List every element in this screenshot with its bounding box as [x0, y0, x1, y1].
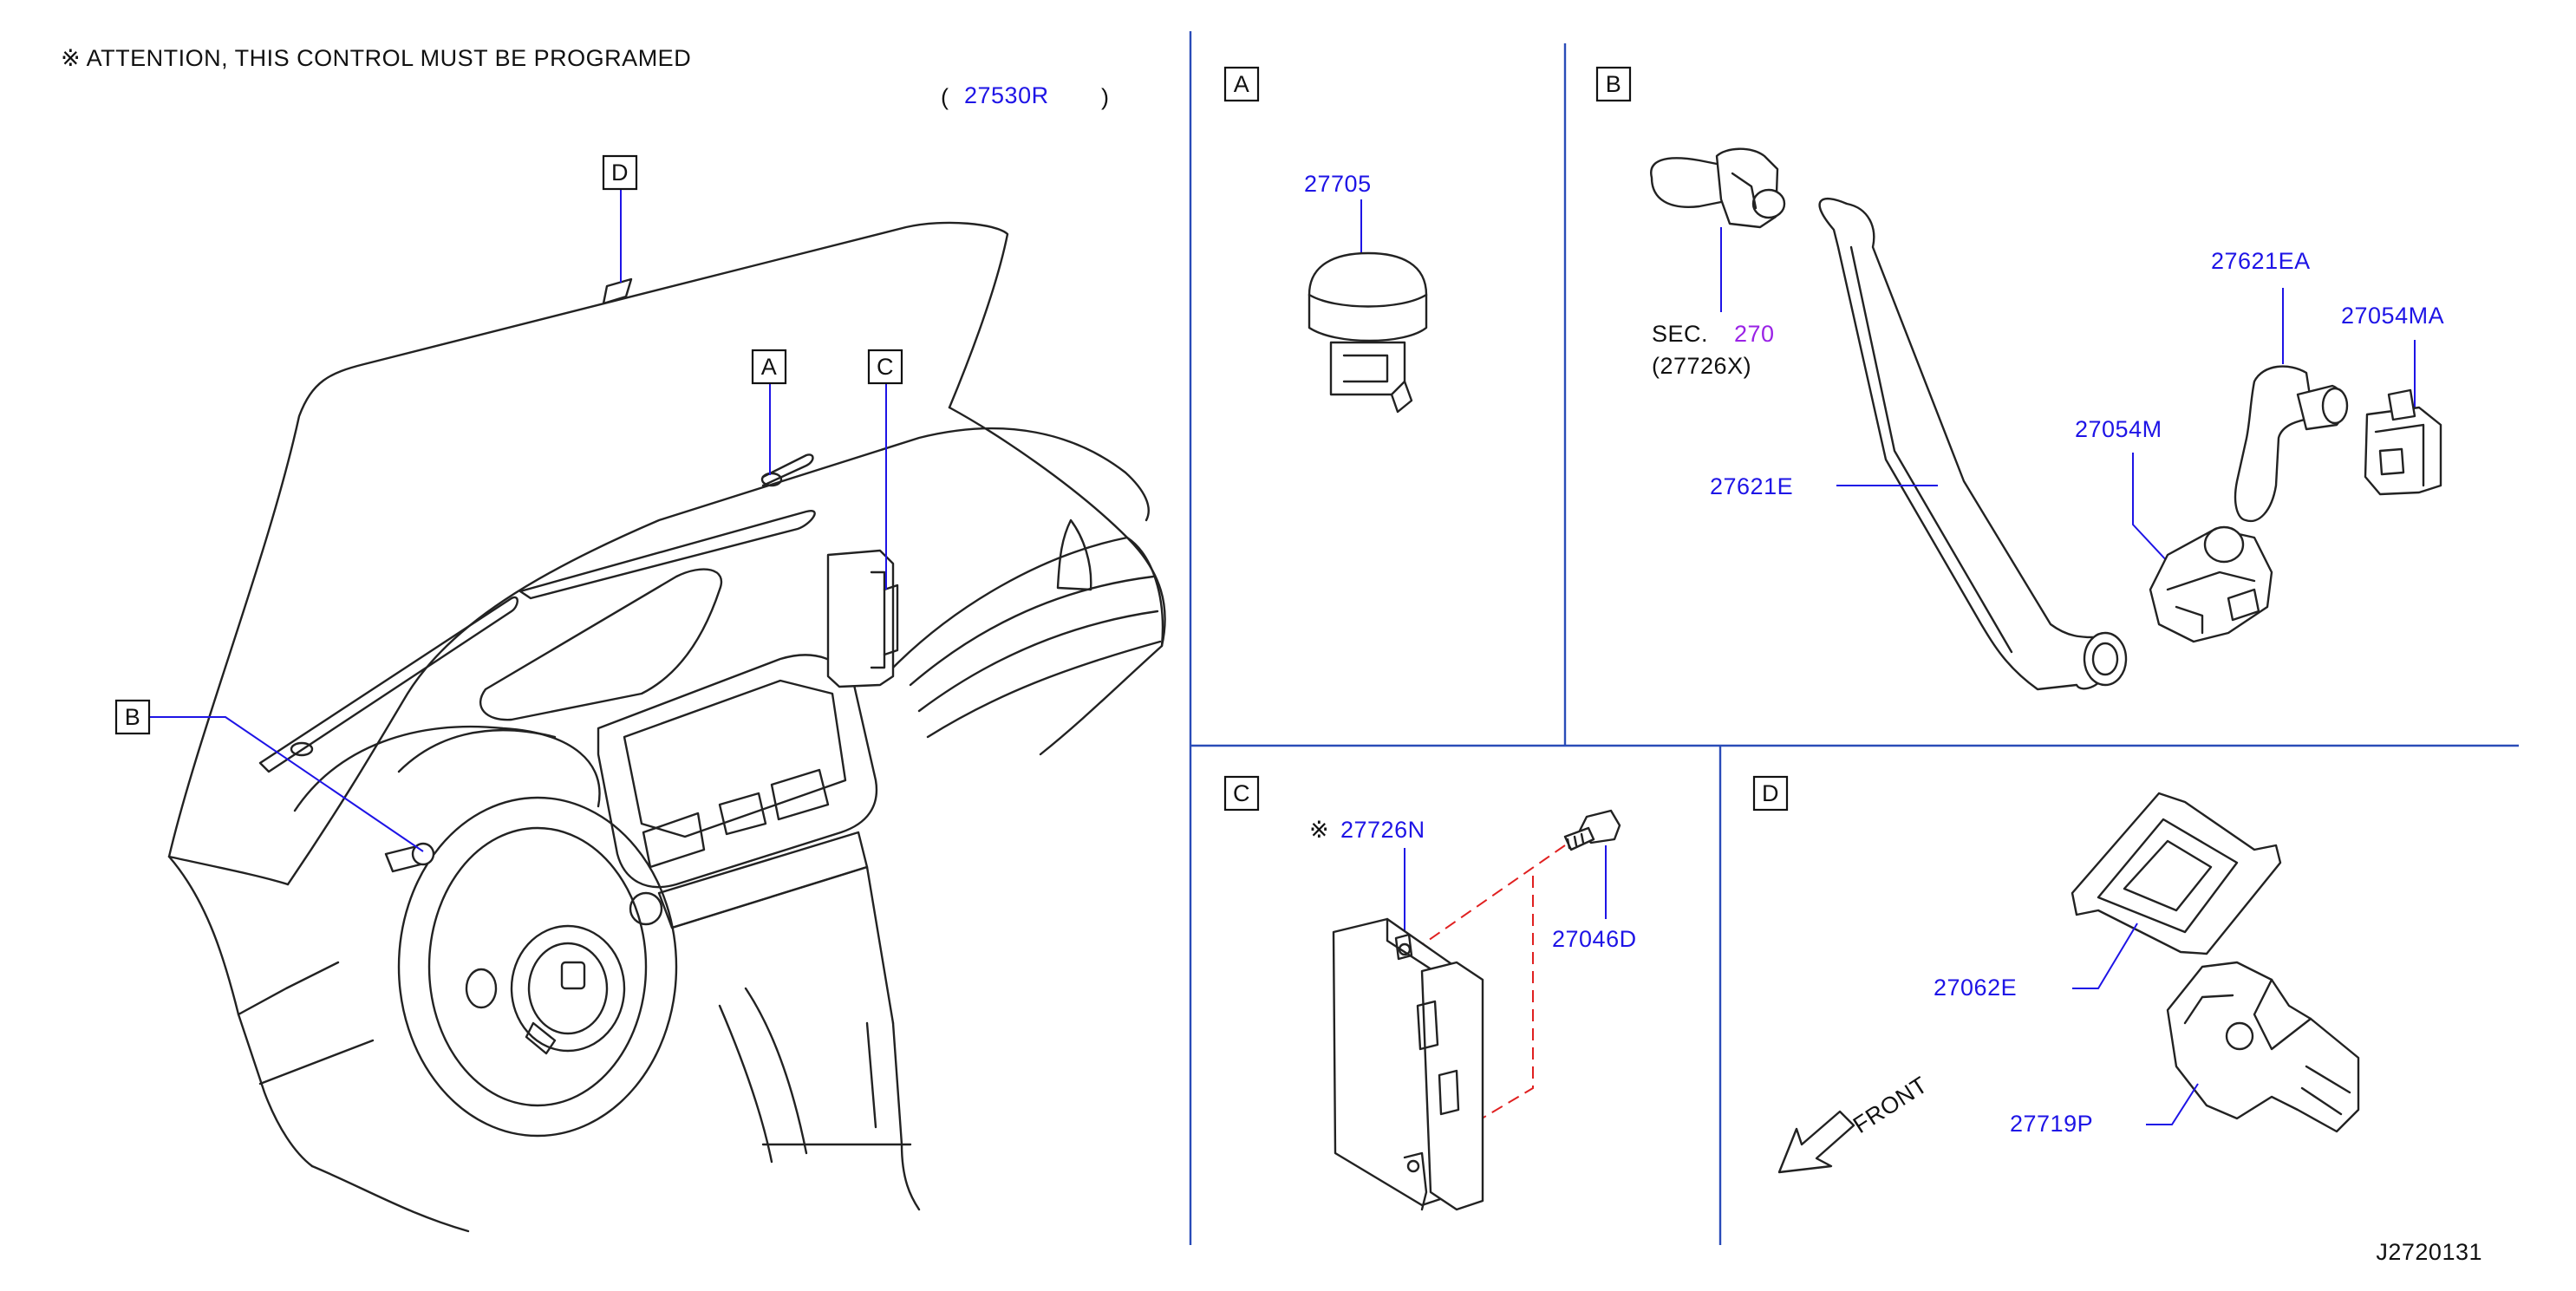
front-arrow-icon	[1777, 1110, 1855, 1174]
svg-text:C: C	[877, 354, 894, 380]
attention-part-number[interactable]: 27530R	[964, 82, 1049, 108]
part-27621e[interactable]: 27621E	[1710, 473, 1793, 499]
panel-b-key: B	[1595, 66, 1632, 102]
part-27054ma[interactable]: 27054MA	[2341, 303, 2444, 329]
sec-ref-27726x: (27726X)	[1652, 353, 1751, 379]
part-27719p[interactable]: 27719P	[2010, 1111, 2093, 1137]
callout-b[interactable]: B	[114, 699, 151, 735]
callout-c[interactable]: C	[867, 349, 903, 385]
hose-27621ea-drawing	[2234, 365, 2349, 523]
svg-text:D: D	[1762, 780, 1779, 806]
svg-text:C: C	[1233, 780, 1250, 806]
attention-note: ※ ATTENTION, THIS CONTROL MUST BE PROGRA…	[61, 45, 691, 71]
panel-d: D 27062E 27719P FRONT	[1752, 775, 2360, 1174]
front-label: FRONT	[1849, 1072, 1932, 1138]
dashboard-overview	[167, 221, 1166, 1233]
svg-text:B: B	[1606, 71, 1622, 97]
part-27726n[interactable]: 27726N	[1340, 817, 1425, 843]
sec-270-link[interactable]: 270	[1734, 321, 1775, 347]
callout-d[interactable]: D	[602, 154, 638, 191]
panel-a-key: A	[1223, 66, 1260, 102]
connector-27054ma-drawing	[2364, 388, 2442, 496]
panel-c-key: C	[1223, 775, 1260, 812]
control-unit-27726n-drawing	[1332, 917, 1484, 1211]
panel-a: A 27705	[1223, 66, 1428, 414]
panel-d-key: D	[1752, 775, 1789, 812]
part-27046d[interactable]: 27046D	[1552, 926, 1637, 952]
part-27705[interactable]: 27705	[1304, 171, 1372, 197]
part-27621ea[interactable]: 27621EA	[2211, 248, 2311, 274]
svg-text:B: B	[125, 704, 141, 730]
aspirator-drawing	[1650, 147, 1786, 229]
sec-prefix: SEC.	[1652, 321, 1708, 347]
motor-27054m-drawing	[2149, 525, 2273, 643]
part-27054m[interactable]: 27054M	[2075, 416, 2162, 442]
panel-c: C ※ 27726N 27046D	[1223, 775, 1637, 1211]
figure-id: J2720131	[2376, 1239, 2482, 1265]
overview-leaders	[147, 187, 887, 852]
duct-27621e-drawing	[1818, 197, 2128, 691]
note-mark: ※	[1309, 817, 1329, 843]
svg-text:A: A	[1234, 71, 1250, 97]
callout-a[interactable]: A	[751, 349, 787, 385]
sensor-27719p-drawing	[2166, 961, 2360, 1133]
panel-separators	[1189, 31, 2519, 1245]
svg-text:D: D	[611, 160, 629, 186]
bolt-27046d-drawing	[1563, 809, 1621, 851]
svg-text:A: A	[761, 354, 778, 380]
sunload-sensor-drawing	[1308, 251, 1428, 414]
panel-b: B SEC. 270 (27726X) 27621E 27621EA	[1595, 66, 2444, 691]
attention-paren-close: )	[1101, 84, 1110, 110]
bracket-27062e-drawing	[2071, 792, 2282, 955]
part-27062e[interactable]: 27062E	[1934, 975, 2017, 1001]
attention-paren-open: (	[941, 84, 949, 110]
